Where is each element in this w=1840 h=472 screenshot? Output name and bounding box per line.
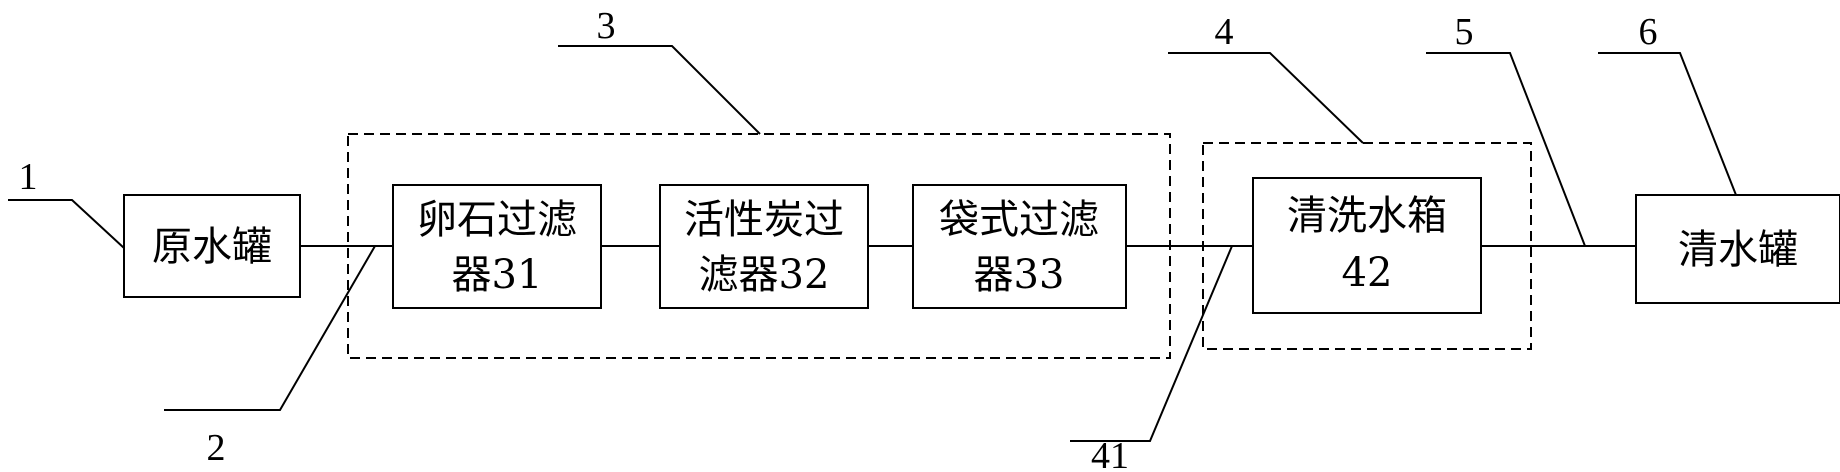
filter-group-outline bbox=[347, 133, 1171, 359]
leader-line-5 bbox=[1426, 52, 1586, 247]
ref-label-4: 4 bbox=[1215, 11, 1234, 53]
bag-filter: 袋式过滤 器33 bbox=[912, 184, 1127, 309]
pebble-filter-label-line2: 器31 bbox=[452, 252, 543, 298]
leader-line-4 bbox=[1168, 52, 1364, 144]
ref-label-3: 3 bbox=[597, 5, 616, 47]
leader-line-41 bbox=[1070, 245, 1233, 442]
carbon-filter-label-line2: 滤器32 bbox=[699, 252, 830, 298]
pebble-filter-label-line1: 卵石过滤 bbox=[417, 197, 577, 243]
activated-carbon-filter: 活性炭过 滤器32 bbox=[659, 184, 869, 309]
leader-line-2 bbox=[164, 245, 376, 411]
clear-water-tank: 清水罐 bbox=[1635, 194, 1840, 304]
pebble-filter: 卵石过滤 器31 bbox=[392, 184, 602, 309]
ref-label-6: 6 bbox=[1639, 11, 1658, 53]
leader-line-3 bbox=[558, 45, 761, 135]
ref-label-2: 2 bbox=[207, 427, 226, 469]
wash-water-tank: 清洗水箱 42 bbox=[1252, 177, 1482, 314]
ref-label-5: 5 bbox=[1455, 11, 1474, 53]
raw-water-tank-label: 原水罐 bbox=[152, 224, 272, 270]
bag-filter-label-line2: 器33 bbox=[974, 252, 1065, 298]
leader-line-6 bbox=[1598, 52, 1737, 196]
ref-label-41: 41 bbox=[1091, 435, 1129, 472]
leader-line-1 bbox=[8, 199, 125, 249]
wash-tank-label-line2: 42 bbox=[1342, 250, 1393, 296]
carbon-filter-label-line1: 活性炭过 bbox=[684, 197, 844, 243]
ref-label-1: 1 bbox=[19, 156, 38, 198]
raw-water-tank: 原水罐 bbox=[123, 194, 301, 298]
clear-water-tank-label: 清水罐 bbox=[1678, 227, 1798, 273]
bag-filter-label-line1: 袋式过滤 bbox=[939, 197, 1099, 243]
wash-tank-label-line1: 清洗水箱 bbox=[1287, 193, 1447, 239]
wash-group-outline bbox=[1202, 142, 1532, 350]
